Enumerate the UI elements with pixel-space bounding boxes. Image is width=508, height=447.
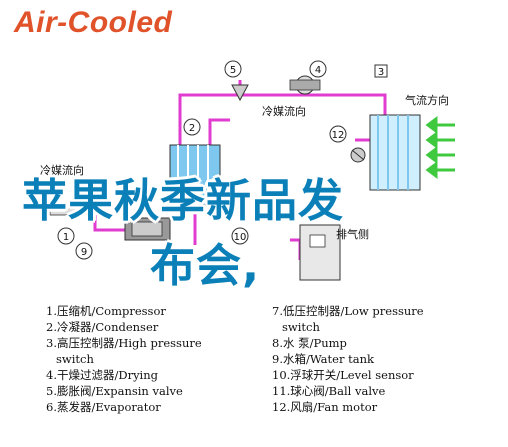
- callout-12: 12: [332, 130, 345, 141]
- label-refrigerant-flow-top: 冷媒流向: [262, 104, 306, 118]
- label-refrigerant-flow-left: 冷媒流向: [40, 163, 84, 177]
- expansion-valve: [231, 84, 249, 102]
- legend-left: 1.压缩机/Compressor 2.冷凝器/Condenser 3.高压控制器…: [46, 304, 202, 416]
- callout-10: 10: [234, 232, 247, 243]
- callout-3: 3: [378, 67, 384, 78]
- label-air-flow: 气流方向: [405, 93, 449, 107]
- evaporator-coil: [369, 114, 421, 191]
- legend-item: 6.蒸发器/Evaporator: [46, 400, 161, 414]
- callout-4: 4: [315, 65, 321, 76]
- legend-item: 11.球心阀/Ball valve: [272, 384, 386, 398]
- legend-item: 9.水箱/Water tank: [272, 352, 374, 366]
- legend-item: 2.冷凝器/Condenser: [46, 320, 159, 334]
- callout-1: 1: [63, 232, 69, 243]
- number-callouts: [57, 60, 388, 260]
- legend-item: 1.压缩机/Compressor: [46, 304, 166, 318]
- callout-2: 2: [189, 123, 195, 134]
- legend-item: 10.浮球开关/Level sensor: [272, 368, 414, 382]
- overlay-text-line1: 苹果秋季新品发: [22, 174, 345, 227]
- legend-item: 5.膨胀阀/Expansin valve: [46, 384, 183, 398]
- legend-item: 4.干燥过滤器/Drying: [46, 368, 159, 382]
- overlay-text-line2: 布会,: [150, 239, 261, 292]
- label-exhaust: 排气侧: [336, 227, 369, 241]
- pump: [289, 75, 321, 95]
- callout-5: 5: [230, 65, 236, 76]
- condenser-coil: [169, 144, 221, 206]
- compressor: [124, 217, 171, 241]
- drying-filter: [49, 204, 81, 216]
- legend-item: 12.风扇/Fan motor: [272, 400, 378, 414]
- legend-item: 3.高压控制器/High pressure: [46, 336, 202, 350]
- callout-9: 9: [81, 247, 87, 258]
- water-tank: [299, 224, 341, 281]
- diagram-title: Air-Cooled: [14, 6, 173, 39]
- legend-item: 7.低压控制器/Low pressure: [272, 304, 424, 318]
- legend-item-cont: switch: [282, 320, 320, 334]
- legend-right: 7.低压控制器/Low pressure switch 8.水 泵/Pump 9…: [272, 304, 424, 416]
- legend-item: 8.水 泵/Pump: [272, 336, 347, 350]
- legend-item-cont: switch: [56, 352, 94, 366]
- air-flow-arrows: [425, 116, 455, 179]
- fan-motor: [350, 147, 366, 163]
